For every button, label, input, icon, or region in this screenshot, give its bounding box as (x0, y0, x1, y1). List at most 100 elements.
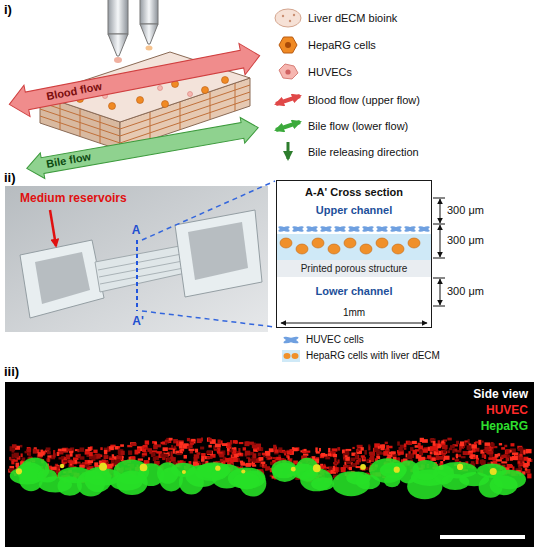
fluorescence-signal (37, 469, 57, 482)
legend-text: HUVECs (308, 66, 352, 79)
fluorescence-signal (38, 452, 43, 457)
device-photo (95, 245, 190, 292)
fluorescence-signal (16, 468, 22, 474)
fluorescence-signal (163, 447, 168, 451)
huvec-cell (418, 225, 431, 232)
huvec-cell (376, 225, 389, 232)
fluorescence-signal (350, 458, 355, 462)
fluorescence-signal (510, 450, 512, 453)
device-photo (5, 186, 268, 332)
fluorescence-signal (304, 449, 307, 451)
heparg-dECM-sample (284, 353, 291, 359)
fluorescence-signal (187, 438, 190, 441)
fluorescence-signal (347, 451, 349, 454)
huvec-cell (390, 225, 403, 232)
huvec-cell (306, 225, 319, 232)
fluorescence-signal (120, 444, 124, 446)
fluorescence-signal (459, 446, 462, 450)
fluorescence-signal (88, 447, 92, 451)
legend-entry: HUVEC cells (306, 334, 364, 346)
fluorescence-signal (116, 470, 147, 494)
heparg-cell-sample (285, 42, 291, 48)
huvec-cell (278, 225, 291, 232)
fluorescence-signal (157, 462, 178, 484)
fluorescence-signal (58, 449, 62, 451)
fluorescence-signal (80, 463, 85, 467)
fluorescence-signal (356, 450, 359, 452)
fluorescence-signal (523, 459, 527, 461)
fluorescence-signal (488, 457, 493, 460)
huvec-cell (362, 225, 375, 232)
fluorescence-signal (201, 458, 205, 461)
fluorescence-signal (142, 449, 146, 453)
fluorescence-signal (51, 467, 57, 470)
fluorescence-signal (12, 444, 17, 448)
fluorescence-signal (499, 443, 502, 445)
fluorescence-signal (478, 440, 481, 445)
fluorescence-signal (60, 464, 64, 468)
fluorescence-signal (526, 469, 531, 473)
fluorescence-signal (9, 457, 11, 460)
channel-ridges (100, 267, 189, 284)
fluorescence-signal (220, 459, 223, 462)
fluorescence-signal (468, 450, 472, 452)
printed-lattice (180, 102, 181, 130)
fluorescence-signal (28, 452, 30, 456)
fluorescence-signal (77, 449, 79, 452)
fluorescence-signal (456, 454, 458, 459)
fluorescence-signal (509, 465, 513, 468)
thickness-markers (433, 258, 445, 259)
fluorescence-signal (387, 454, 392, 456)
fluorescence-signal (303, 454, 308, 456)
fluorescence-signal (345, 455, 348, 457)
fluorescence-signal (233, 458, 238, 462)
fluorescence-signal (452, 458, 455, 460)
fluorescence-signal (398, 447, 402, 452)
fluorescence-signal (436, 449, 438, 452)
fluorescence-signal (28, 448, 31, 452)
fluorescence-signal (245, 464, 250, 466)
channel-ridges (98, 253, 189, 284)
fluorescence-signal (99, 463, 107, 471)
fluorescence-signal (183, 443, 188, 446)
fluorescence-signal (176, 453, 181, 455)
fluorescence-signal (276, 457, 281, 460)
fluorescence-signal (169, 438, 173, 441)
fluorescence-signal (279, 450, 282, 453)
fluorescence-signal (485, 442, 491, 446)
fluorescence-signal (368, 444, 370, 446)
porous-structure-band: Printed porous structure (277, 260, 431, 277)
fluorescence-signal (412, 460, 439, 480)
fluorescence-signal (57, 452, 60, 456)
printed-lattice (150, 112, 151, 140)
fluorescence-signal (419, 450, 423, 455)
fluorescence-signal (325, 456, 330, 459)
fluorescence-signal (14, 453, 19, 458)
legend-text: Bile releasing direction (308, 146, 419, 159)
bioink-sample (275, 9, 301, 27)
fluorescence-signal (454, 449, 457, 452)
huvec-sample (279, 64, 298, 79)
fluorescence-signal (286, 451, 292, 454)
panel-label: iii) (4, 364, 19, 380)
fluorescence-signal (519, 454, 522, 457)
fluorescence-signal (507, 464, 512, 468)
fluorescence-signal (328, 448, 330, 453)
fluorescence-signal (62, 448, 67, 451)
heparg-cell (280, 238, 420, 254)
bile-release-sample (287, 142, 290, 159)
section-mark: A' (132, 314, 144, 328)
thickness-markers (440, 225, 441, 257)
fluorescence-signal (142, 453, 147, 455)
zoom-leader (142, 311, 275, 327)
fluorescence-signal (239, 442, 244, 444)
huvec-cell (376, 225, 389, 232)
fluorescence-signal (8, 438, 532, 500)
node-text: Upper channel (316, 204, 392, 217)
fluorescence-signal (100, 447, 102, 450)
fluorescence-signal (107, 464, 112, 469)
upper-channel: Upper channel (277, 198, 431, 224)
legend-text: Blood flow (upper flow) (308, 94, 420, 107)
bioink-sample (289, 20, 291, 22)
fluorescence-signal (352, 463, 356, 466)
